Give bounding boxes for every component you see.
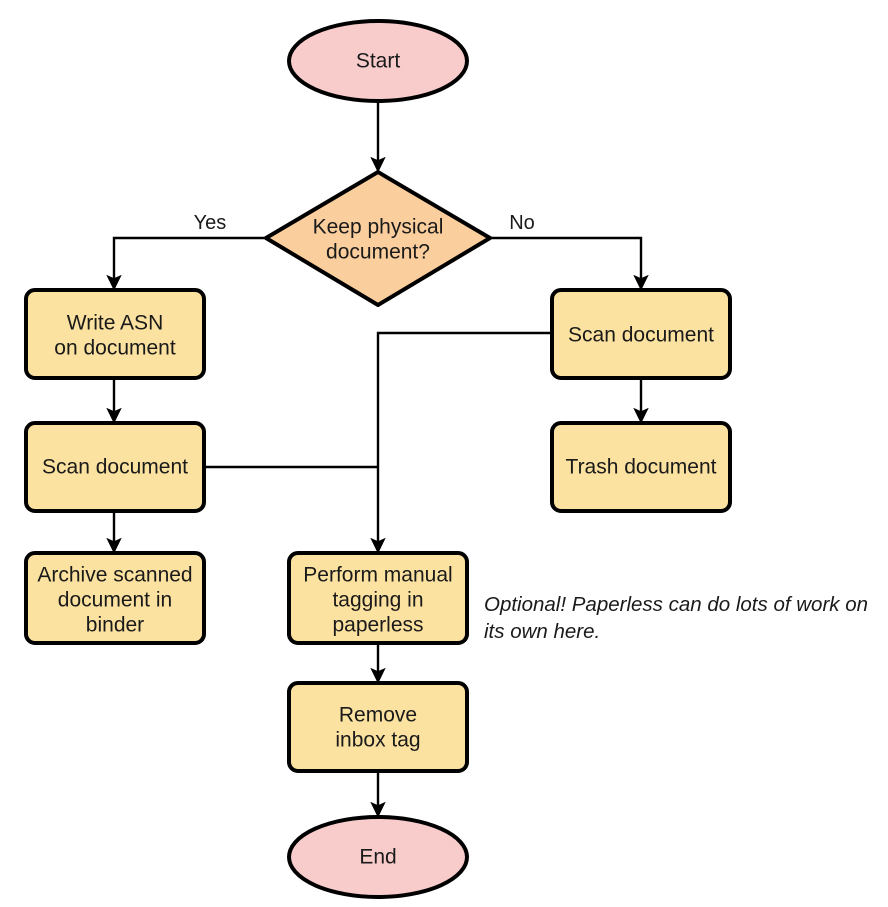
manual-tagging-label-line3: paperless — [332, 614, 423, 637]
node-write-asn-on-document[interactable]: Write ASN on document — [24, 288, 206, 380]
remove-inbox-label-line1: Remove — [339, 704, 417, 727]
remove-inbox-box — [287, 681, 469, 773]
node-decision-keep-physical-document[interactable]: Keep physical document? — [264, 170, 492, 307]
trash-document-box — [550, 421, 732, 513]
remove-inbox-label-line2: inbox tag — [335, 729, 420, 752]
edge-decision-no-to-scan-right — [490, 236, 649, 291]
scan-document-right-box — [550, 288, 732, 380]
annotation-line1: Optional! Paperless can do lots of work … — [484, 593, 868, 616]
edge-scan-right-to-manual-tagging — [370, 331, 552, 554]
manual-tagging-label-line2: tagging in — [332, 589, 423, 612]
node-start[interactable]: Start — [287, 19, 469, 103]
trash-document-label: Trash document — [566, 456, 717, 479]
end-label: End — [359, 846, 396, 869]
write-asn-label-line1: Write ASN — [67, 312, 163, 335]
node-scan-document-left[interactable]: Scan document — [24, 421, 206, 513]
end-ellipse — [287, 815, 469, 899]
edge-decision-yes-to-write-asn — [106, 236, 265, 291]
node-scan-document-right[interactable]: Scan document — [550, 288, 732, 380]
manual-tagging-label-line1: Perform manual — [303, 564, 452, 587]
node-end[interactable]: End — [287, 815, 469, 899]
node-archive-scanned-document[interactable]: Archive scanned document in binder — [24, 551, 206, 645]
node-perform-manual-tagging[interactable]: Perform manual tagging in paperless — [287, 551, 469, 645]
decision-label-line2: document? — [326, 241, 430, 264]
archive-label-line3: binder — [86, 614, 144, 637]
annotation-optional-note: Optional! Paperless can do lots of work … — [484, 593, 868, 643]
archive-label-line1: Archive scanned — [37, 564, 192, 587]
scan-document-right-label: Scan document — [568, 324, 714, 347]
archive-box — [24, 551, 206, 645]
decision-label-line1: Keep physical — [313, 216, 444, 239]
node-trash-document[interactable]: Trash document — [550, 421, 732, 513]
decision-diamond — [264, 170, 492, 307]
start-label: Start — [356, 50, 401, 73]
edge-label-no: No — [509, 212, 535, 234]
write-asn-box — [24, 288, 206, 380]
write-asn-label-line2: on document — [54, 337, 176, 360]
archive-label-line2: document in — [58, 589, 172, 612]
scan-document-left-box — [24, 421, 206, 513]
annotation-line2: its own here. — [484, 620, 600, 643]
scan-document-left-label: Scan document — [42, 456, 188, 479]
start-ellipse — [287, 19, 469, 103]
node-remove-inbox-tag[interactable]: Remove inbox tag — [287, 681, 469, 773]
edge-label-yes: Yes — [194, 212, 227, 234]
manual-tagging-box — [287, 551, 469, 645]
